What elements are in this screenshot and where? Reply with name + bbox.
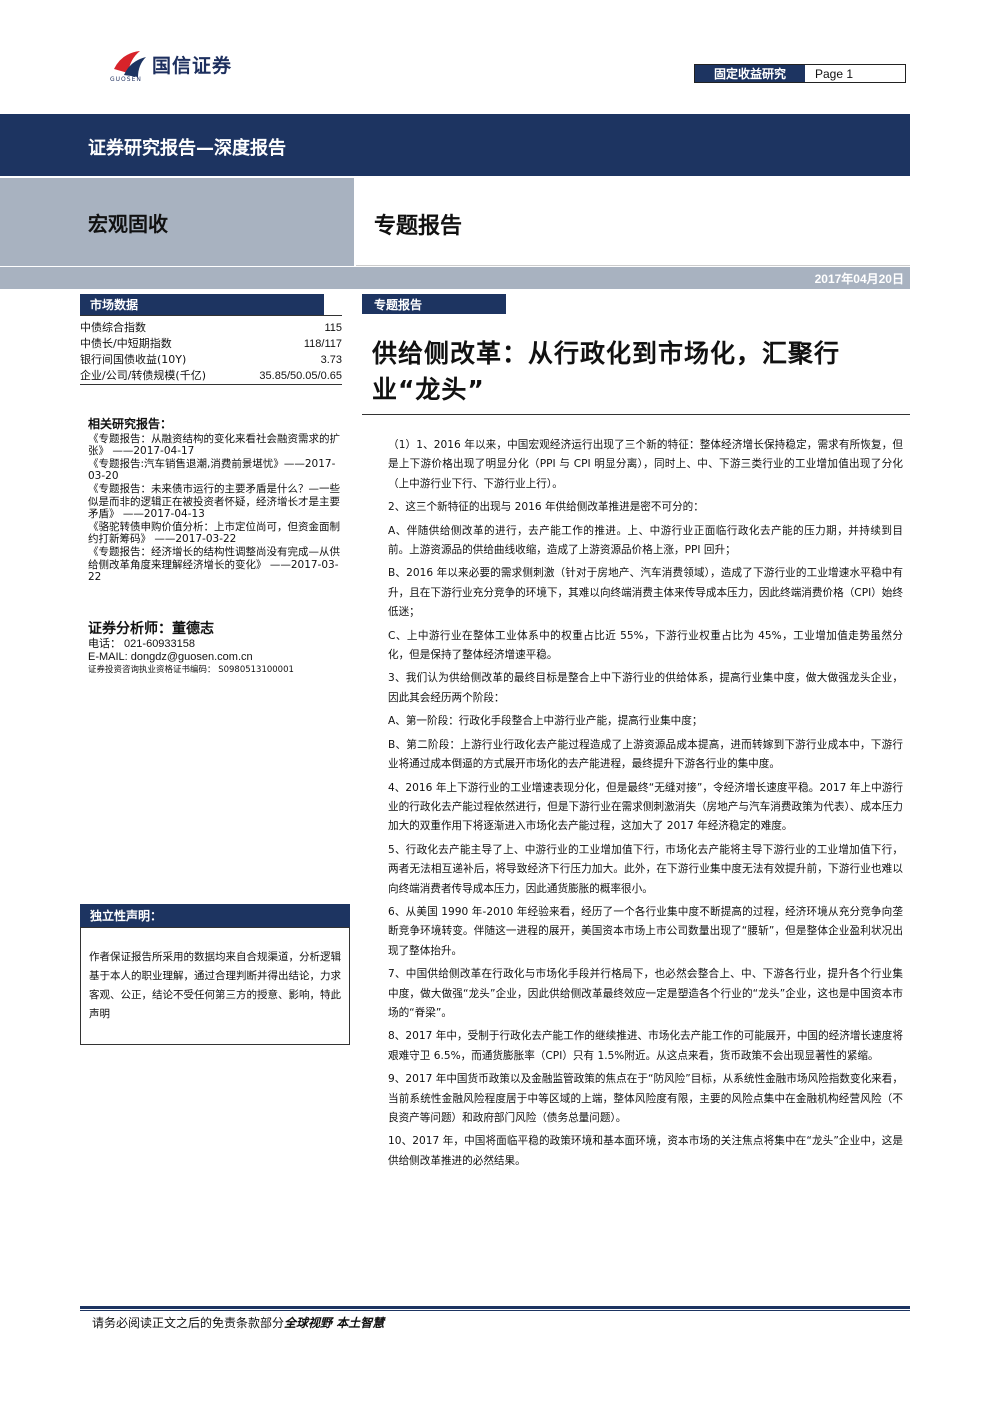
article-tag: 专题报告 [362,294,506,314]
independence-heading: 独立性声明： [80,904,350,927]
analyst-cert: 证券投资咨询执业资格证书编码： S0980513100001 [88,665,294,675]
article-body: （1）1、2016 年以来，中国宏观经济运行出现了三个新的特征：整体经济增长保持… [388,436,903,1175]
category-label: 宏观固收 [88,212,168,236]
independence-text: 作者保证报告所采用的数据均来自合规渠道，分析逻辑基于本人的职业理解，通过合理判断… [80,927,350,1045]
article-title: 供给侧改革：从行政化到市场化，汇聚行业“龙头” [372,339,841,404]
article-paragraph: 6、从美国 1990 年-2010 年经验来看，经历了一个各行业集中度不断提高的… [388,905,903,957]
market-value: 115 [324,322,342,334]
article-paragraph: 2、这三个新特征的出现与 2016 年供给侧改革推进是密不可分的： [388,501,704,514]
report-date: 2017年04月20日 [814,272,904,286]
article-paragraph: 7、中国供给侧改革在行政化与市场化手段并行格局下，也必然会整合上、中、下游各行业… [388,968,903,1019]
market-label: 企业/公司/转债规模(千亿) [80,368,239,385]
table-row: 中债长/中短期指数 118/117 [80,336,342,352]
market-data-table: 中债综合指数 115 中债长/中短期指数 118/117 银行间国债收益(10Y… [80,320,342,385]
page-indicator: 固定收益研究 Page 1 [694,64,906,83]
related-reports: 相关研究报告： 《专题报告：从融资结构的变化来看社会融资需求的扩张》 ——201… [88,418,346,584]
article-paragraph: 9、2017 年中国货币政策以及金融监管政策的焦点在于“防风险”目标，从系统性金… [388,1073,903,1124]
related-report-link[interactable]: 《专题报告：从融资结构的变化来看社会融资需求的扩张》 ——2017-04-17 [88,432,340,458]
related-report-link[interactable]: 《骆驼转债申购价值分析：上市定位尚可，但资金面制约打新筹码》 ——2017-03… [88,520,340,546]
brand-sub: GUOSEN [110,76,142,83]
article-paragraph: 8、2017 年中，受制于行政化去产能工作的继续推进、市场化去产能工作的可能展开… [388,1030,903,1062]
page-number: Page 1 [815,66,854,81]
related-reports-heading: 相关研究报告： [88,417,173,431]
market-label: 中债长/中短期指数 [80,337,172,350]
related-report-link[interactable]: 《专题报告:汽车销售退潮,消费前景堪忧》——2017-03-20 [88,457,336,483]
analyst-phone: 电话： 021-60933158 [88,638,196,650]
category-bar: 宏观固收 [0,178,354,266]
article-paragraph: 10、2017 年，中国将面临平稳的政策环境和基本面环境，资本市场的关注焦点将集… [388,1135,903,1167]
independence-statement: 独立性声明： 作者保证报告所采用的数据均来自合规渠道，分析逻辑基于本人的职业理解… [80,904,350,1045]
guosen-logo-icon [114,51,146,77]
market-label: 中债综合指数 [80,321,146,334]
analyst-info: 证券分析师：董德志 电话： 021-60933158 E-MAIL: dongd… [88,618,346,676]
footer-slogan: 全球视野 本土智慧 [284,1316,385,1330]
banner-title: 证券研究报告—深度报告 [88,138,286,159]
department-label: 固定收益研究 [695,65,805,82]
market-value: 35.85/50.05/0.65 [238,368,342,385]
article-paragraph: 3、我们认为供给侧改革的最终目标是整合上中下游行业的供给体系，提高行业集中度，做… [388,672,903,704]
article-paragraph: A、伴随供给侧改革的进行，去产能工作的推进。上、中游行业正面临行政化去产能的压力… [388,524,903,557]
table-row: 中债综合指数 115 [80,320,342,336]
article-paragraph: B、第二阶段：上游行业行政化去产能过程造成了上游资源品成本提高，进而转嫁到下游行… [388,738,903,771]
related-report-link[interactable]: 《专题报告：经济增长的结构性调整尚没有完成—从供给侧改革角度来理解经济增长的变化… [88,545,340,584]
report-banner: 证券研究报告—深度报告 [0,114,910,176]
market-data-section: 市场数据 中债综合指数 115 中债长/中短期指数 118/117 银行间国债收… [80,294,342,385]
table-row: 企业/公司/转债规模(千亿) 35.85/50.05/0.65 [80,368,342,385]
report-type-bar: 专题报告 [356,178,910,266]
footer: 请务必阅读正文之后的免责条款部分全球视野 本土智慧 [92,1314,384,1331]
table-row: 银行间国债收益(10Y) 3.73 [80,352,342,368]
report-type-label: 专题报告 [374,214,463,239]
analyst-name: 证券分析师：董德志 [88,621,214,637]
market-data-heading: 市场数据 [80,294,324,315]
company-logo: 国信证券 GUOSEN [110,46,260,83]
brand-name: 国信证券 [152,54,233,77]
title-divider [362,414,910,415]
market-value: 118/117 [303,338,342,350]
market-label: 银行间国债收益(10Y) [80,353,187,366]
analyst-email[interactable]: E-MAIL: dongdz@guosen.com.cn [88,651,253,663]
footer-disclaimer: 请务必阅读正文之后的免责条款部分 [92,1316,285,1330]
date-bar: 2017年04月20日 [0,267,910,289]
article-paragraph: C、上中游行业在整体工业体系中的权重占比近 55%，下游行业权重占比为 45%，… [388,629,903,662]
article-paragraph: （1）1、2016 年以来，中国宏观经济运行出现了三个新的特征：整体经济增长保持… [388,439,903,490]
footer-divider [80,1306,910,1309]
article-paragraph: 4、2016 年上下游行业的工业增速表现分化，但是最终“无缝对接”，令经济增长速… [388,781,903,833]
article-paragraph: B、2016 年以来必要的需求侧刺激（针对于房地产、汽车消费领域），造成了下游行… [388,567,903,619]
article-paragraph: A、第一阶段：行政化手段整合上中游行业产能，提高行业集中度； [388,715,703,728]
footer-divider-thin [80,1310,910,1311]
article-paragraph: 5、行政化去产能主导了上、中游行业的工业增加值下行，市场化去产能将主导下游行业的… [388,843,903,895]
market-value: 3.73 [320,354,342,366]
related-report-link[interactable]: 《专题报告：未来债市运行的主要矛盾是什么？—一些似是而非的逻辑正在被投资者怀疑，… [88,482,340,521]
